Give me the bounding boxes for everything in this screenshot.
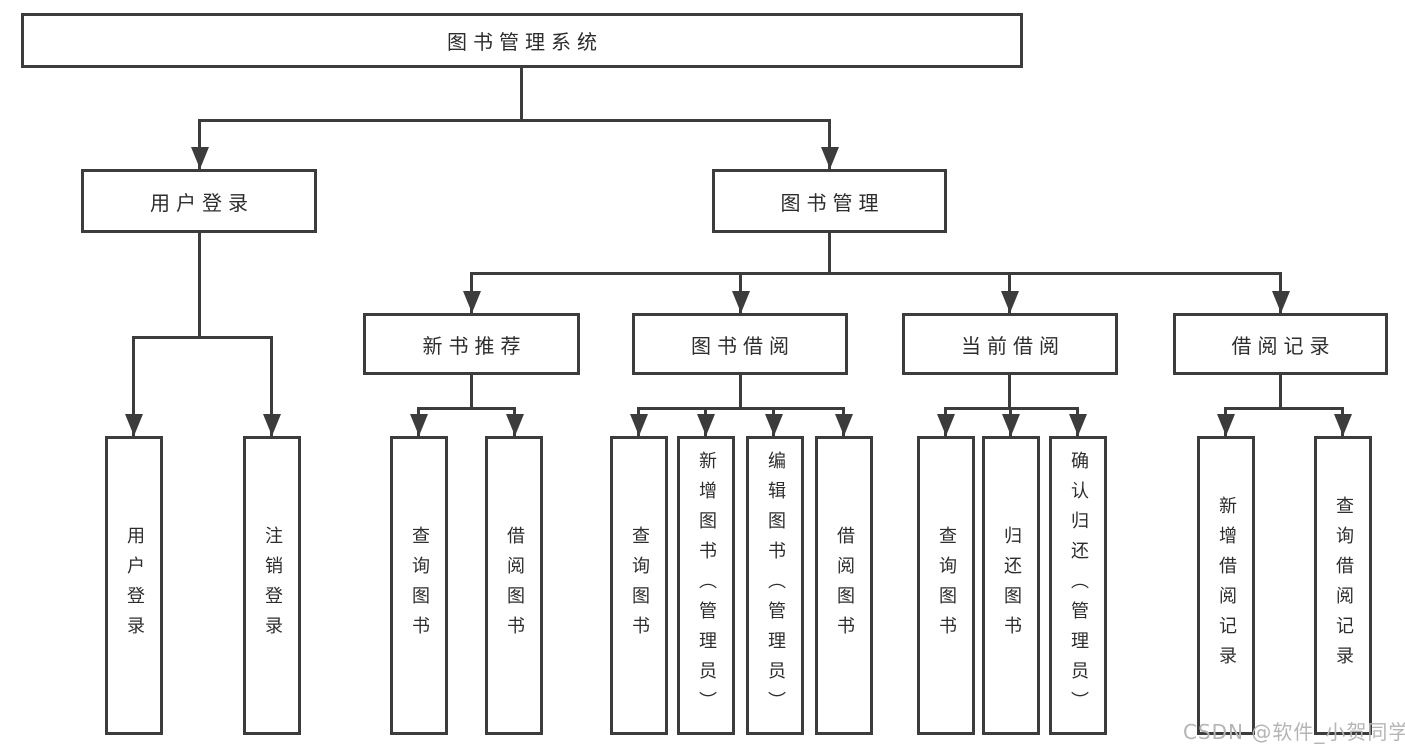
leaf-query-books-current: 查询图书	[917, 436, 975, 735]
connector-line	[132, 336, 273, 339]
leaf-query-books-borrowing: 查询图书	[610, 436, 668, 735]
arrow-down-icon	[1216, 407, 1235, 436]
leaf-edit-book-admin: 编辑图书（管理员）	[746, 436, 804, 735]
leaf-user-login: 用户登录	[105, 436, 163, 735]
arrow-down-icon	[820, 119, 839, 169]
connector-line	[1224, 407, 1344, 410]
connector-line	[470, 375, 473, 407]
connector-line	[828, 233, 831, 272]
leaf-return-book: 归还图书	[982, 436, 1040, 735]
connector-line	[637, 407, 845, 410]
arrow-down-icon	[505, 407, 524, 436]
connector-line	[470, 272, 1281, 275]
leaf-borrow-books-borrowing: 借阅图书	[815, 436, 873, 735]
node-current-borrowing: 当前借阅	[902, 313, 1118, 375]
arrow-down-icon	[1333, 407, 1352, 436]
csdn-watermark: CSDN @软件_小贺同学	[1183, 720, 1405, 744]
leaf-confirm-return-admin: 确认归还（管理员）	[1049, 436, 1107, 735]
leaf-logout: 注销登录	[243, 436, 301, 735]
node-book-borrowing: 图书借阅	[632, 313, 848, 375]
connector-line	[198, 233, 201, 336]
arrow-down-icon	[696, 407, 715, 436]
arrow-down-icon	[1271, 272, 1290, 313]
arrow-down-icon	[262, 336, 281, 436]
connector-line	[1008, 375, 1011, 407]
node-borrowing-records: 借阅记录	[1173, 313, 1388, 375]
connector-line	[520, 68, 523, 119]
connector-line	[417, 407, 515, 410]
arrow-down-icon	[764, 407, 783, 436]
node-root-library-system: 图书管理系统	[21, 13, 1023, 68]
arrow-down-icon	[629, 407, 648, 436]
arrow-down-icon	[190, 119, 209, 169]
node-new-book-recommendation: 新书推荐	[363, 313, 580, 375]
arrow-down-icon	[1000, 272, 1019, 313]
arrow-down-icon	[409, 407, 428, 436]
leaf-query-books-recommend: 查询图书	[390, 436, 448, 735]
leaf-query-borrow-record: 查询借阅记录	[1314, 436, 1372, 735]
arrow-down-icon	[1001, 407, 1020, 436]
connector-line	[198, 119, 831, 122]
arrow-down-icon	[462, 272, 481, 313]
connector-line	[739, 375, 742, 407]
arrow-down-icon	[1068, 407, 1087, 436]
arrow-down-icon	[124, 336, 143, 436]
leaf-add-book-admin: 新增图书（管理员）	[677, 436, 735, 735]
arrow-down-icon	[834, 407, 853, 436]
connector-line	[1279, 375, 1282, 407]
arrow-down-icon	[731, 272, 750, 313]
arrow-down-icon	[936, 407, 955, 436]
node-user-login: 用户登录	[81, 169, 317, 233]
leaf-borrow-books-recommend: 借阅图书	[485, 436, 543, 735]
node-book-management: 图书管理	[712, 169, 947, 233]
leaf-add-borrow-record: 新增借阅记录	[1197, 436, 1255, 735]
